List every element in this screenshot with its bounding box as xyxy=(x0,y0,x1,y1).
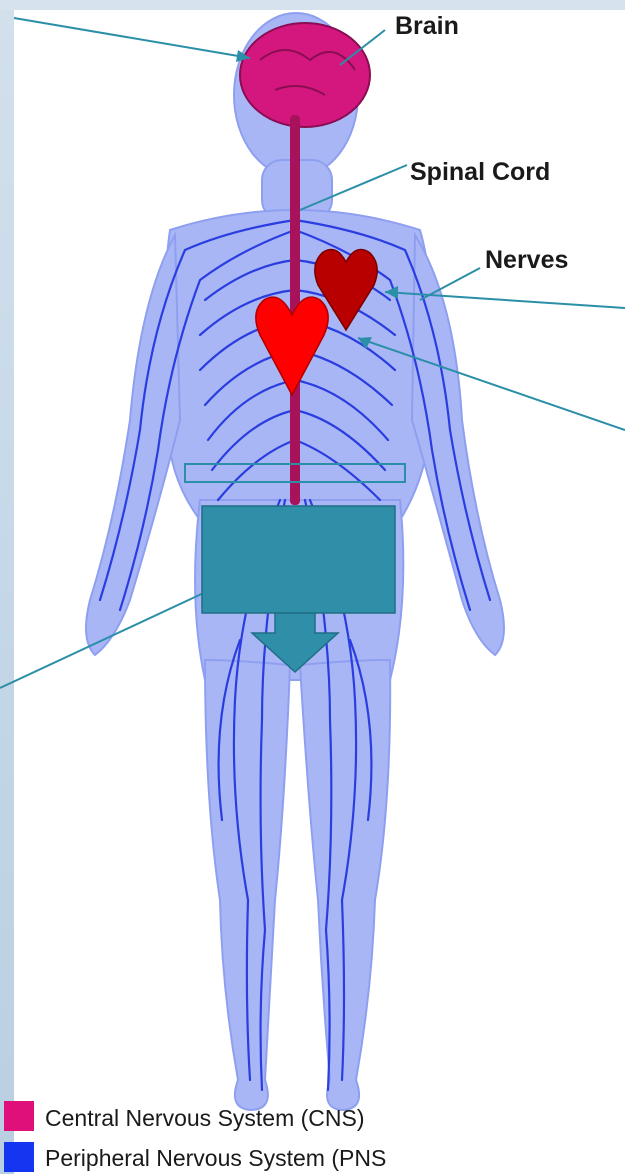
brain xyxy=(240,23,370,127)
legend: Central Nervous System (CNS) Peripheral … xyxy=(4,1101,386,1172)
legend-swatch-cns xyxy=(4,1101,34,1131)
label-spinal-cord: Spinal Cord xyxy=(410,158,550,186)
left-panel xyxy=(0,0,14,1174)
legend-label-pns: Peripheral Nervous System (PNS xyxy=(45,1145,386,1171)
label-brain: Brain xyxy=(395,12,459,40)
top-panel xyxy=(0,0,625,10)
callout-box xyxy=(202,506,395,613)
legend-swatch-pns xyxy=(4,1142,34,1172)
label-nerves: Nerves xyxy=(485,246,568,274)
legend-label-cns: Central Nervous System (CNS) xyxy=(45,1105,365,1131)
